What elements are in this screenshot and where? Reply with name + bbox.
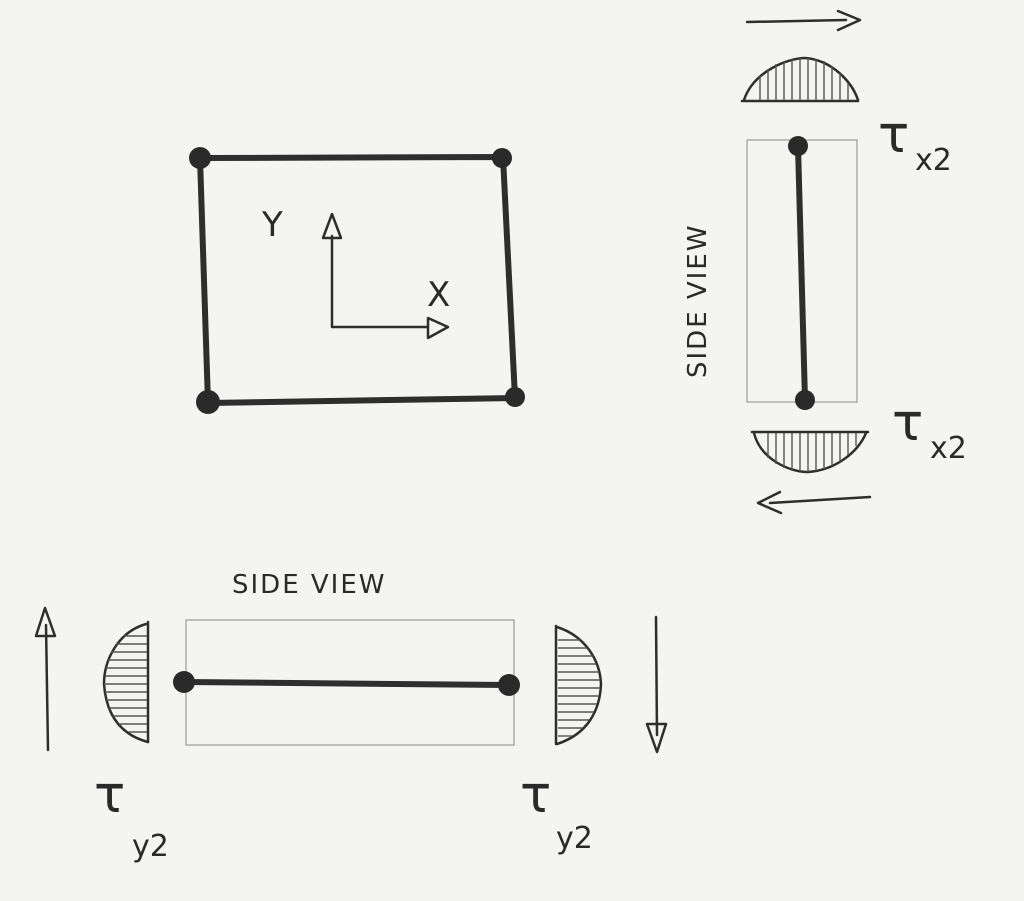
stress-hatching-left <box>104 635 147 733</box>
plan-corner-node-bl <box>196 390 220 414</box>
side-view-bottom-node-right <box>498 674 520 696</box>
y-axis-arrowhead <box>321 212 343 240</box>
plan-corner-node-tl <box>189 147 211 169</box>
shear-arrow-top <box>745 9 862 32</box>
tau-label-right-top: τ x2 <box>878 105 952 178</box>
shear-arrow-right <box>645 615 668 754</box>
tau-subscript: y2 <box>132 829 169 864</box>
side-view-bottom-node-left <box>173 671 195 693</box>
y-axis-label: Y <box>261 205 283 245</box>
stress-distribution-bottom <box>750 430 870 474</box>
tau-symbol: τ <box>892 393 923 453</box>
side-view-bottom-label: SIDE VIEW <box>232 570 386 600</box>
stress-curve-bottom <box>752 431 868 474</box>
shear-arrow-right-shaft <box>654 615 659 737</box>
stress-distribution-left <box>102 620 150 744</box>
shear-arrow-left-head <box>34 606 57 638</box>
shear-arrow-bottom-shaft <box>768 495 872 505</box>
side-view-right-node-bottom <box>795 390 815 410</box>
tau-symbol: τ <box>878 105 909 165</box>
side-view-right-member <box>795 143 808 403</box>
shear-arrow-top-head <box>836 9 862 32</box>
tau-subscript: x2 <box>915 143 952 178</box>
shear-arrow-top-shaft <box>745 18 848 24</box>
side-view-bottom-member <box>181 679 513 688</box>
side-view-right-node-top <box>788 136 808 156</box>
stress-curve-top <box>742 56 860 102</box>
x-axis-arrowhead <box>426 316 450 340</box>
side-view-right-label: SIDE VIEW <box>683 224 713 378</box>
plan-corner-node-tr <box>492 148 512 168</box>
stress-hatching-top <box>759 58 849 100</box>
tau-subscript: y2 <box>556 821 593 856</box>
side-view-right: SIDE VIEW <box>683 9 967 515</box>
tau-symbol: τ <box>520 765 551 825</box>
tau-label-right-bottom: τ x2 <box>892 393 967 466</box>
shear-arrow-left <box>34 606 57 752</box>
tau-label-bottom-right: τ y2 <box>520 765 593 856</box>
x-axis-label: X <box>427 275 450 315</box>
shear-arrow-left-shaft <box>44 623 50 752</box>
stress-distribution-top <box>740 56 860 103</box>
stress-hatching-bottom <box>767 433 857 472</box>
stress-hatching-right <box>558 639 600 737</box>
shear-arrow-right-head <box>645 722 668 754</box>
axes: Y X <box>261 205 450 340</box>
plan-panel-outline <box>197 154 518 406</box>
axis-lines <box>330 234 430 329</box>
shear-arrow-bottom <box>756 490 872 515</box>
shear-arrow-bottom-head <box>756 490 783 515</box>
stress-distribution-right <box>554 624 603 746</box>
plan-view: Y X <box>189 147 525 414</box>
tau-symbol: τ <box>94 765 125 825</box>
stress-curve-right <box>555 625 603 746</box>
tau-label-bottom-left: τ y2 <box>94 765 169 864</box>
plan-corner-node-br <box>505 387 525 407</box>
tau-subscript: x2 <box>930 431 967 466</box>
side-view-bottom: SIDE VIEW <box>34 570 668 864</box>
